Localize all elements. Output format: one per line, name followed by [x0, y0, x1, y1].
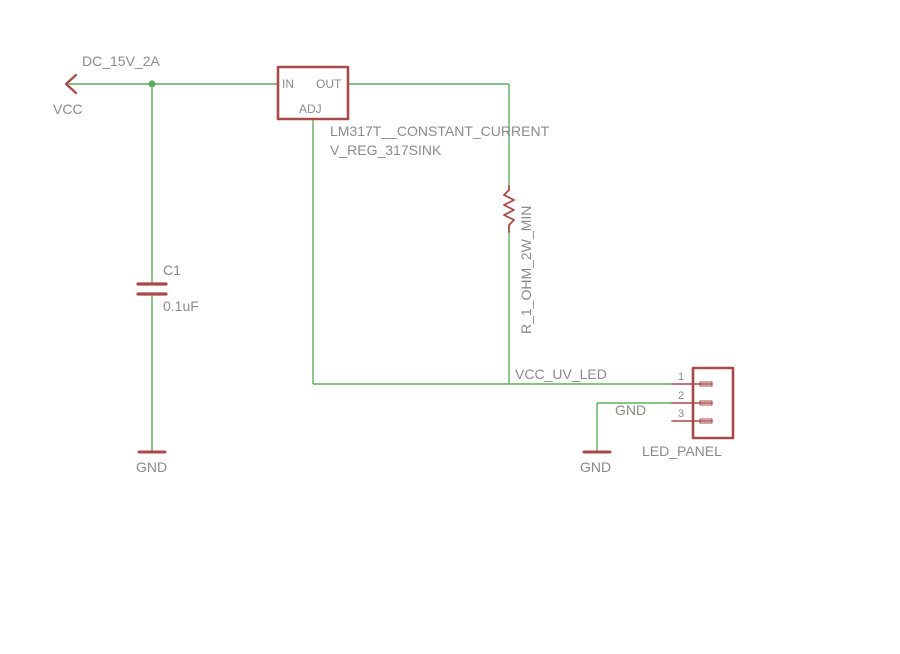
connector-pin-3-icon — [699, 418, 713, 424]
gnd-symbol-right: GND — [580, 450, 612, 475]
connector-pin-1-number: 1 — [678, 371, 684, 383]
regulator-body — [276, 65, 350, 121]
wires — [66, 83, 672, 452]
vcc-symbol: VCC DC_15V_2A — [53, 53, 160, 117]
capacitor-c1: C1 0.1uF — [136, 262, 199, 314]
vcc-value-label: DC_15V_2A — [82, 53, 160, 69]
capacitor-value: 0.1uF — [163, 298, 199, 314]
connector-pin-3-number: 3 — [678, 408, 684, 420]
connector-pin-2-number: 2 — [678, 390, 684, 402]
junction-dot — [148, 80, 156, 88]
regulator-pin-adj: ADJ — [299, 102, 322, 116]
connector-pin-2-icon — [699, 400, 713, 406]
regulator-name: LM317T__CONSTANT_CURRENT — [330, 123, 550, 139]
connector-pin-1-icon — [699, 381, 713, 387]
vcc-label: VCC — [53, 101, 83, 117]
connector-led-panel: 1 2 3 LED_PANEL — [642, 366, 735, 459]
net-label-vcc-uv-led: VCC_UV_LED — [515, 366, 607, 382]
resistor-zigzag-icon — [503, 185, 515, 233]
gnd-symbol-left: GND — [136, 450, 167, 475]
vcc-arrow-icon — [64, 73, 78, 95]
gnd-right-label: GND — [580, 459, 611, 475]
connector-name: LED_PANEL — [642, 443, 722, 459]
resistor-r1: R_1_OHM_2W_MIN — [503, 185, 534, 334]
regulator-pin-out: OUT — [316, 77, 342, 91]
capacitor-name: C1 — [163, 262, 181, 278]
regulator-value: V_REG_317SINK — [330, 142, 442, 158]
resistor-label: R_1_OHM_2W_MIN — [518, 206, 534, 334]
connector-body — [691, 366, 735, 440]
regulator-pin-in: IN — [282, 77, 294, 91]
net-label-gnd: GND — [615, 402, 646, 418]
gnd-left-label: GND — [136, 459, 167, 475]
regulator-lm317: IN OUT ADJ LM317T__CONSTANT_CURRENT V_RE… — [276, 65, 550, 158]
